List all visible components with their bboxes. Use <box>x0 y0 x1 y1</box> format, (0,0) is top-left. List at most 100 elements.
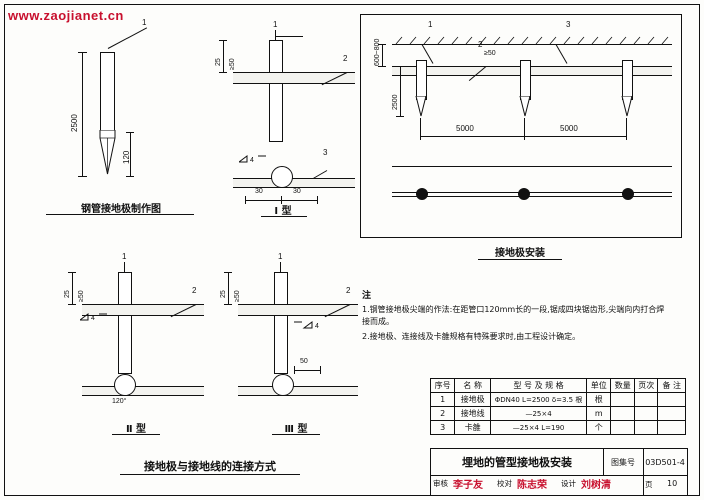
bom-row3-remark <box>657 420 686 435</box>
atlas-label: 图集号 <box>603 449 644 475</box>
figure2-dim-depth: ≥50 <box>229 58 236 70</box>
figure5-callout-3: 3 <box>566 20 571 29</box>
svg-text:4: 4 <box>315 323 319 330</box>
figure4-dim-depth: ≥50 <box>234 290 241 302</box>
figure-type-1: 1 2 25 ≥50 3 4 30 30 Ⅰ 型 <box>215 14 355 224</box>
bom-row1-qty <box>610 392 635 407</box>
title-block: 埋地的管型接地极安装 图集号 03D501-4 审核 李子友 校对 陈志荣 设计… <box>430 448 688 496</box>
bom-row2-remark <box>657 406 686 421</box>
figure4-title: Ⅲ 型 <box>284 424 308 435</box>
design-label: 设计 <box>561 479 576 488</box>
notes-item-2: 2.接地极、连接线及卡雒规格有特殊要求时,由工程设计确定。 <box>362 332 581 341</box>
watermark: www.zaojianet.cn <box>8 8 124 23</box>
bom-row3-unit: 个 <box>586 420 612 435</box>
bom-row3-name: 卡雒 <box>454 420 492 435</box>
figure3-weld-symbol: 4 <box>78 312 110 324</box>
review-signature: 李子友 <box>453 480 483 491</box>
table-row: 2 接地线 —25×4 m <box>429 406 686 421</box>
bom-header-qty: 数量 <box>610 378 635 393</box>
bom-row3-page <box>633 420 659 435</box>
figure3-callout-1: 1 <box>122 252 127 261</box>
figure4-weld-symbol: 4 <box>294 320 328 332</box>
figure3-angle: 120° <box>112 398 127 405</box>
bom-row2-qty <box>610 406 635 421</box>
figure3-title: Ⅱ 型 <box>125 424 147 435</box>
figure3-dim-25: 25 <box>64 290 71 298</box>
bom-row2-unit: m <box>586 406 612 421</box>
atlas-number: 03D501-4 <box>645 457 685 467</box>
figure2-dim-25: 25 <box>215 58 222 66</box>
figure2-pipe-section <box>271 166 293 188</box>
figure5-dim-top: 600~800 <box>374 38 381 66</box>
figure3-callout-2: 2 <box>192 286 197 295</box>
bom-row3-qty <box>610 420 635 435</box>
page-number: 10 <box>667 479 678 488</box>
bom-header-page: 页次 <box>633 378 659 393</box>
figure-type-3: 1 2 25 ≥50 4 50 Ⅲ 型 <box>220 248 372 463</box>
bom-row1-name: 接地极 <box>454 392 492 407</box>
sheet-border-left <box>4 4 5 495</box>
ground-hatch <box>395 36 669 45</box>
table-row: 1 接地极 ΦDN40 L=2500 δ=3.5 根 根 <box>429 392 686 407</box>
bom-header-row: 序号 名 称 型 号 及 规 格 单位 数量 页次 备 注 <box>429 378 686 393</box>
figure1-title: 钢管接地极制作图 <box>81 204 161 215</box>
notes-block: 注 1.钢管接地极尖端的作法:在距管口120mm长的一段,锯成四块锯齿形,尖端向… <box>362 288 672 343</box>
bom-header-no: 序号 <box>429 378 456 393</box>
notes-heading: 注 <box>362 291 372 301</box>
check-label: 校对 <box>497 479 512 488</box>
figure3-pipe-section <box>114 374 136 396</box>
figure4-dim-25: 25 <box>220 290 227 298</box>
figure3-dim-depth: ≥50 <box>78 290 85 302</box>
figure-ground-rod-fabrication: 1 2500 120 钢管接地极制作图 <box>46 14 194 215</box>
bom-header-name: 名 称 <box>454 378 492 393</box>
figure2-title: Ⅰ 型 <box>274 206 292 217</box>
check-signature: 陈志荣 <box>517 480 547 491</box>
bom-row1-page <box>633 392 659 407</box>
figure-ground-rod-installation: 1 2 3 600~800 2500 ≥50 5000 5000 接地极安装 <box>360 14 690 264</box>
figure4-dim-50: 50 <box>300 358 308 365</box>
bom-row1-spec: ΦDN40 L=2500 δ=3.5 根 <box>490 392 588 407</box>
bom-row1-remark <box>657 392 686 407</box>
figure5-span-1: 5000 <box>456 124 474 133</box>
figure5-span-2: 5000 <box>560 124 578 133</box>
table-row: 3 卡雒 —25×4 L=190 个 <box>429 420 686 435</box>
figure4-callout-2: 2 <box>346 286 351 295</box>
bom-row2-no: 2 <box>429 406 456 421</box>
figure4-callout-1: 1 <box>278 252 283 261</box>
connection-methods-title: 接地极与接地线的连接方式 <box>144 460 276 473</box>
figure5-callout-1: 1 <box>428 20 433 29</box>
sheet-border-top <box>4 4 700 5</box>
page-label: 页 <box>645 480 653 489</box>
figure2-dim-left: 30 <box>255 188 263 195</box>
figure5-callout-2: 2 <box>478 40 483 49</box>
svg-text:4: 4 <box>250 157 254 164</box>
bom-header-remark: 备 注 <box>657 378 686 393</box>
bom-row2-page <box>633 406 659 421</box>
bom-row1-unit: 根 <box>586 392 612 407</box>
figure5-title: 接地极安装 <box>495 248 545 259</box>
figure2-dim-right: 30 <box>293 188 301 195</box>
bill-of-materials: 序号 名 称 型 号 及 规 格 单位 数量 页次 备 注 1 接地极 ΦDN4… <box>429 378 686 435</box>
figure1-callout-1: 1 <box>142 18 147 27</box>
bom-row2-spec: —25×4 <box>490 406 588 421</box>
figure-type-2: 1 2 25 ≥50 4 120° Ⅱ 型 <box>60 248 210 463</box>
bom-row1-no: 1 <box>429 392 456 407</box>
figure5-dim-depth: ≥50 <box>484 50 496 57</box>
bom-header-unit: 单位 <box>586 378 612 393</box>
notes-item-1: 1.钢管接地极尖端的作法:在距管口120mm长的一段,锯成四块锯齿形,尖端向内打… <box>362 305 665 326</box>
design-signature: 刘树清 <box>581 480 611 491</box>
figure2-callout-2: 2 <box>343 54 348 63</box>
figure2-callout-3: 3 <box>323 148 328 157</box>
sheet-border-bottom <box>4 495 700 496</box>
figure1-dim-tip: 120 <box>122 150 131 164</box>
rod-tip <box>99 130 116 175</box>
figure1-dim-length: 2500 <box>70 114 79 132</box>
bom-row3-spec: —25×4 L=190 <box>490 420 588 435</box>
bom-header-spec: 型 号 及 规 格 <box>490 378 588 393</box>
figure4-pipe-section <box>272 374 294 396</box>
figure2-weld-symbol: 4 <box>237 154 269 166</box>
drawing-title: 埋地的管型接地极安装 <box>431 449 604 475</box>
bom-row3-no: 3 <box>429 420 456 435</box>
svg-text:4: 4 <box>91 315 95 322</box>
